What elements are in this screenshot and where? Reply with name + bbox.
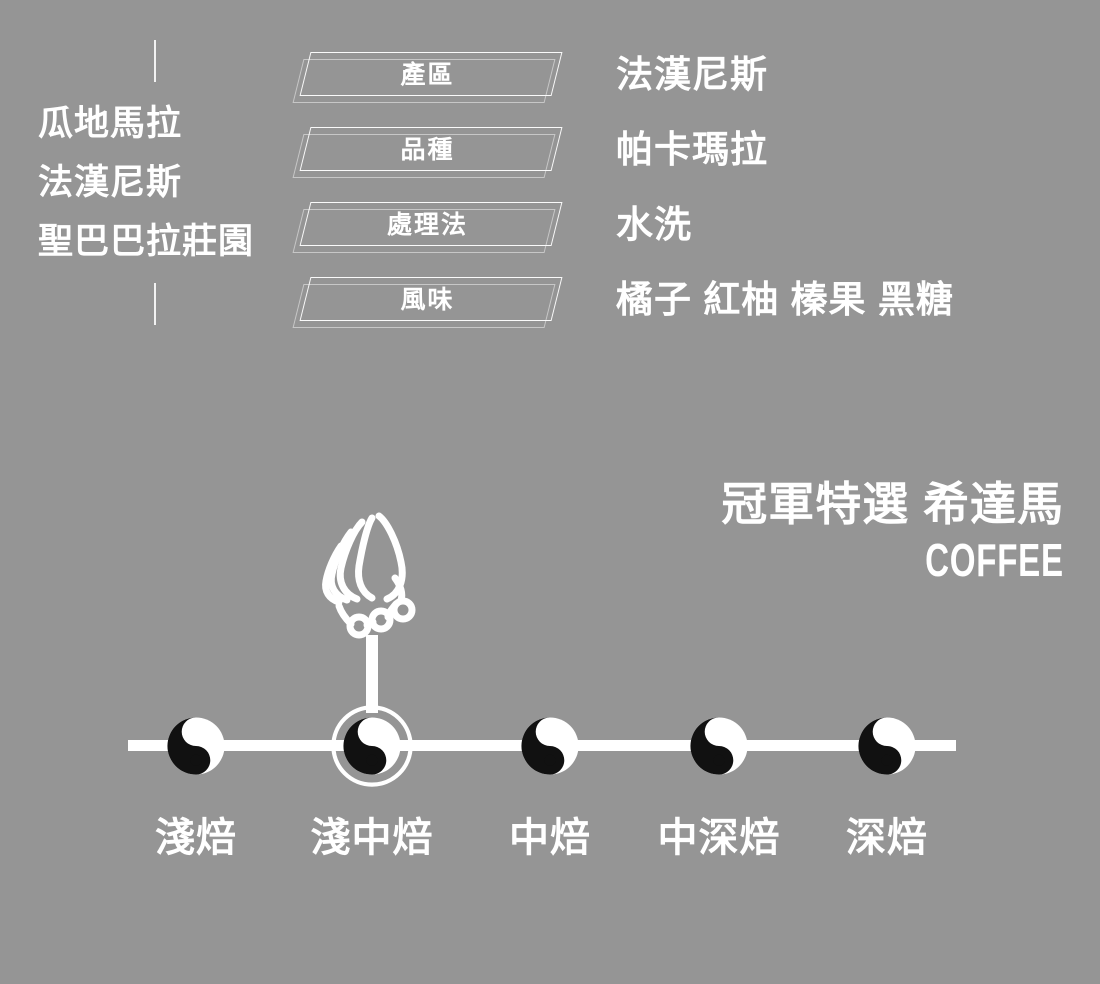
spec-tag: 風味 [292, 277, 566, 329]
spec-label: 風味 [400, 286, 455, 314]
origin-country: 瓜地馬拉 [38, 104, 183, 143]
origin-block: 瓜地馬拉 法漢尼斯 聖巴巴拉莊園 [38, 40, 288, 325]
yin-yang-icon [508, 704, 592, 788]
origin-divider-bottom [154, 283, 156, 325]
yin-yang-icon [845, 704, 929, 788]
roast-marker[interactable] [154, 704, 238, 788]
origin-region: 法漢尼斯 [38, 163, 183, 202]
spec-value: 帕卡瑪拉 [616, 129, 768, 170]
roast-label: 中焙 [509, 816, 591, 860]
spec-value: 橘子 紅柚 榛果 黑糖 [616, 279, 954, 320]
roast-label: 淺中焙 [310, 816, 434, 860]
spec-tag: 處理法 [292, 202, 566, 254]
roast-pointer-stem [366, 635, 378, 713]
roast-label: 中深焙 [657, 816, 781, 860]
brand-block: 冠軍特選 希達馬 COFFEE [721, 478, 1064, 585]
roast-label: 淺焙 [155, 816, 237, 860]
brand-subtitle: COFFEE [925, 533, 1064, 586]
roast-scale: 淺焙 淺中焙 中焙 中深焙 深焙 [0, 480, 1100, 900]
yin-yang-icon [330, 704, 414, 788]
spec-tag: 品種 [292, 127, 566, 179]
origin-farm: 聖巴巴拉莊園 [38, 222, 255, 261]
spec-label: 處理法 [386, 211, 468, 239]
spec-tag: 產區 [292, 52, 566, 104]
spec-value: 法漢尼斯 [616, 54, 768, 95]
spec-label: 品種 [400, 136, 455, 164]
spec-label: 產區 [400, 61, 455, 89]
roast-marker[interactable] [677, 704, 761, 788]
roast-marker[interactable] [508, 704, 592, 788]
brand-title: 冠軍特選 希達馬 [721, 478, 1064, 530]
roast-label: 深焙 [846, 816, 928, 860]
spec-value: 水洗 [616, 204, 692, 245]
origin-divider-top [154, 40, 156, 82]
roast-marker[interactable] [845, 704, 929, 788]
yin-yang-icon [677, 704, 761, 788]
yin-yang-icon [154, 704, 238, 788]
origin-text: 瓜地馬拉 法漢尼斯 聖巴巴拉莊園 [38, 94, 288, 271]
praying-hands-icon [317, 500, 427, 640]
roast-marker-selected[interactable] [330, 704, 414, 788]
